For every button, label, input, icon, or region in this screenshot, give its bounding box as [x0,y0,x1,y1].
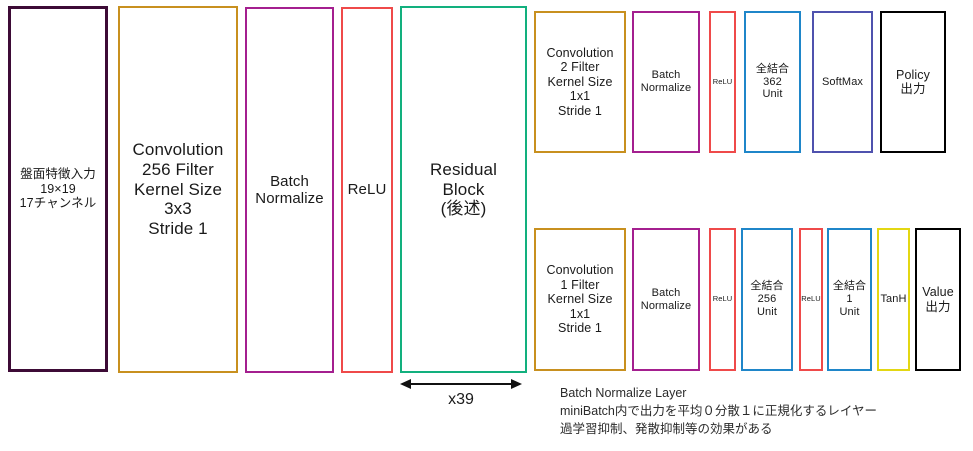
residual-block-label: Residual Block (後述) [430,159,497,219]
policy-convolution-2-label: Convolution 2 Filter Kernel Size 1x1 Str… [546,45,614,118]
policy-softmax-box[interactable]: SoftMax [812,11,873,153]
batch-normalize-trunk-box[interactable]: Batch Normalize [245,7,334,373]
board-feature-input-box[interactable]: 盤面特徴入力 19×19 17チャンネル [8,6,108,372]
policy-fully-connected-362-box[interactable]: 全結合 362 Unit [744,11,801,153]
policy-relu-box[interactable]: ReLU [709,11,736,153]
convolution-256-label: Convolution 256 Filter Kernel Size 3x3 S… [132,140,224,239]
value-relu-2-box[interactable]: ReLU [799,228,823,371]
policy-batch-normalize-label: Batch Normalize [640,69,692,94]
value-relu-1-box[interactable]: ReLU [709,228,736,371]
value-fully-connected-1-box[interactable]: 全結合 1 Unit [827,228,872,371]
value-relu-2-label: ReLU [801,294,821,304]
value-batch-normalize-label: Batch Normalize [640,286,692,312]
relu-trunk-label: ReLU [347,181,387,199]
value-batch-normalize-box[interactable]: Batch Normalize [632,228,700,371]
policy-batch-normalize-box[interactable]: Batch Normalize [632,11,700,153]
value-output-box[interactable]: Value 出力 [915,228,961,371]
value-tanh-label: TanH [880,293,907,306]
relu-trunk-box[interactable]: ReLU [341,7,393,373]
value-relu-1-label: ReLU [712,294,733,304]
batch-normalize-caption: Batch Normalize Layer miniBatch内で出力を平均０分… [560,386,878,437]
policy-fully-connected-362-label: 全結合 362 Unit [755,62,790,101]
repeat-count-label: x39 [448,391,474,408]
board-feature-input-label: 盤面特徴入力 19×19 17チャンネル [19,167,97,211]
policy-softmax-label: SoftMax [821,75,864,88]
repeat-arrow-icon [400,377,522,391]
value-fully-connected-1-label: 全結合 1 Unit [832,280,867,318]
policy-output-box[interactable]: Policy 出力 [880,11,946,153]
policy-output-label: Policy 出力 [896,67,930,97]
residual-block-box[interactable]: Residual Block (後述) [400,6,527,373]
policy-relu-label: ReLU [712,76,733,86]
value-fully-connected-256-label: 全結合 256 Unit [750,280,784,318]
value-convolution-1-box[interactable]: Convolution 1 Filter Kernel Size 1x1 Str… [534,228,626,371]
value-tanh-box[interactable]: TanH [877,228,910,371]
value-output-label: Value 出力 [922,285,954,314]
policy-convolution-2-box[interactable]: Convolution 2 Filter Kernel Size 1x1 Str… [534,11,626,153]
value-convolution-1-label: Convolution 1 Filter Kernel Size 1x1 Str… [546,263,614,336]
convolution-256-box[interactable]: Convolution 256 Filter Kernel Size 3x3 S… [118,6,238,373]
batch-normalize-trunk-label: Batch Normalize [255,172,324,207]
value-fully-connected-256-box[interactable]: 全結合 256 Unit [741,228,793,371]
